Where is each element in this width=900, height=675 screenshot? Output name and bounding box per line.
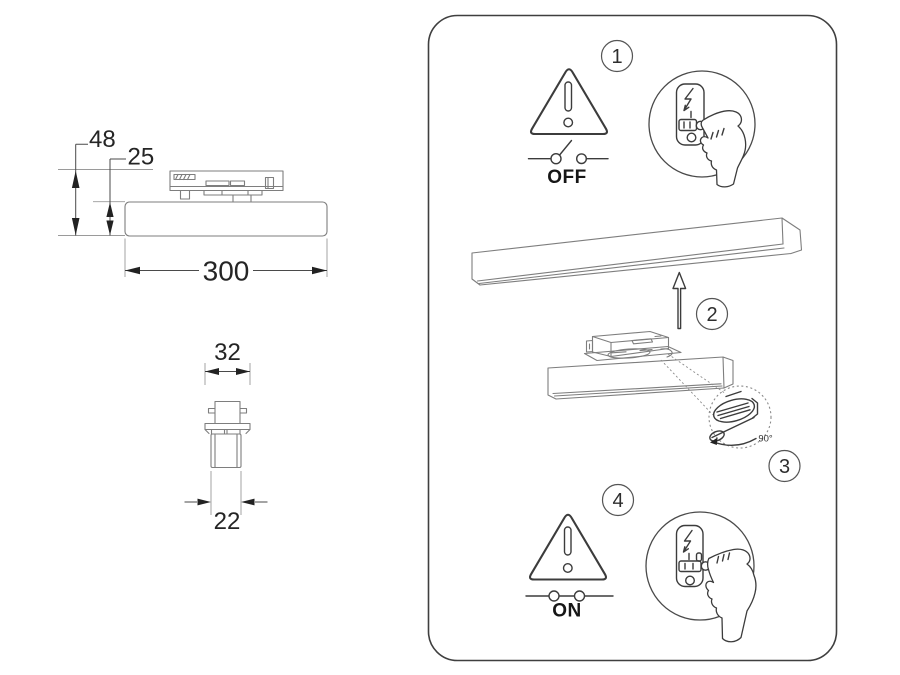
dim-48-arrows bbox=[71, 170, 80, 236]
up-arrow-icon bbox=[672, 271, 687, 330]
breaker-off-detail bbox=[648, 70, 756, 188]
extension-lines bbox=[58, 169, 153, 236]
exclamation-bar bbox=[563, 526, 572, 556]
dim-32-label: 32 bbox=[214, 339, 241, 366]
light-bar-body bbox=[124, 201, 328, 237]
dim-48-label: 48 bbox=[89, 126, 116, 153]
rotation-label: 90° bbox=[758, 434, 773, 445]
adapter-end-art bbox=[204, 400, 251, 469]
lightning-bolt-icon bbox=[682, 529, 693, 553]
dim-22-extensions bbox=[210, 471, 242, 515]
pressing-hand-icon bbox=[699, 110, 747, 188]
instruction-panel-border bbox=[427, 14, 838, 662]
fixture-side-art bbox=[124, 170, 328, 237]
switch-open-icon bbox=[527, 139, 609, 165]
switch-closed-icon bbox=[525, 590, 614, 602]
fixture-with-adapter-art bbox=[547, 330, 734, 400]
circuit-breaker-icon bbox=[675, 524, 711, 588]
exclamation-dot bbox=[563, 117, 574, 128]
exclamation-dot bbox=[562, 563, 573, 574]
end-view-drawing: 32 22 bbox=[184, 339, 268, 535]
dim-25-label: 25 bbox=[128, 144, 155, 171]
off-mark bbox=[686, 132, 697, 143]
dim-32-arrows bbox=[205, 368, 250, 375]
rotate-lock-detail-icon bbox=[708, 385, 772, 449]
step-1-power-label: OFF bbox=[547, 167, 587, 188]
step-2-number: 2 bbox=[706, 304, 717, 326]
step-2: 2 bbox=[471, 217, 803, 331]
step-1-number: 1 bbox=[611, 46, 622, 68]
detail-leader-lines bbox=[660, 353, 725, 416]
step-1: 1 OFF bbox=[527, 39, 756, 188]
dim-22-label: 22 bbox=[214, 508, 241, 535]
lightning-bolt-icon bbox=[683, 87, 694, 112]
dim-300-label: 300 bbox=[203, 256, 250, 287]
dim-32-extensions bbox=[204, 363, 251, 385]
track-rail-art bbox=[471, 217, 803, 286]
exclamation-bar bbox=[564, 81, 573, 112]
step-3-number-circle bbox=[768, 449, 801, 483]
breaker-on-detail bbox=[645, 511, 757, 643]
twist-lock-lever-art bbox=[709, 390, 759, 442]
warning-triangle-icon bbox=[528, 513, 608, 581]
step-4-power-label: ON bbox=[552, 601, 582, 622]
step-3: 90° 3 bbox=[547, 330, 801, 483]
step-1-number-circle bbox=[600, 39, 634, 73]
warning-triangle-icon bbox=[529, 68, 609, 136]
dim-25-arrows bbox=[106, 202, 114, 236]
rotation-arrowhead bbox=[710, 437, 718, 445]
off-mark bbox=[685, 575, 696, 586]
step-4: 4 ON bbox=[525, 483, 757, 643]
dim-22-arrows bbox=[197, 498, 255, 506]
step-4-number: 4 bbox=[612, 490, 623, 512]
step-4-number-circle bbox=[601, 483, 635, 517]
pressing-hand-icon bbox=[705, 548, 757, 643]
side-view-drawing: 48 25 300 bbox=[58, 126, 328, 287]
step-3-number: 3 bbox=[779, 456, 790, 478]
step-2-number-circle bbox=[695, 297, 729, 331]
